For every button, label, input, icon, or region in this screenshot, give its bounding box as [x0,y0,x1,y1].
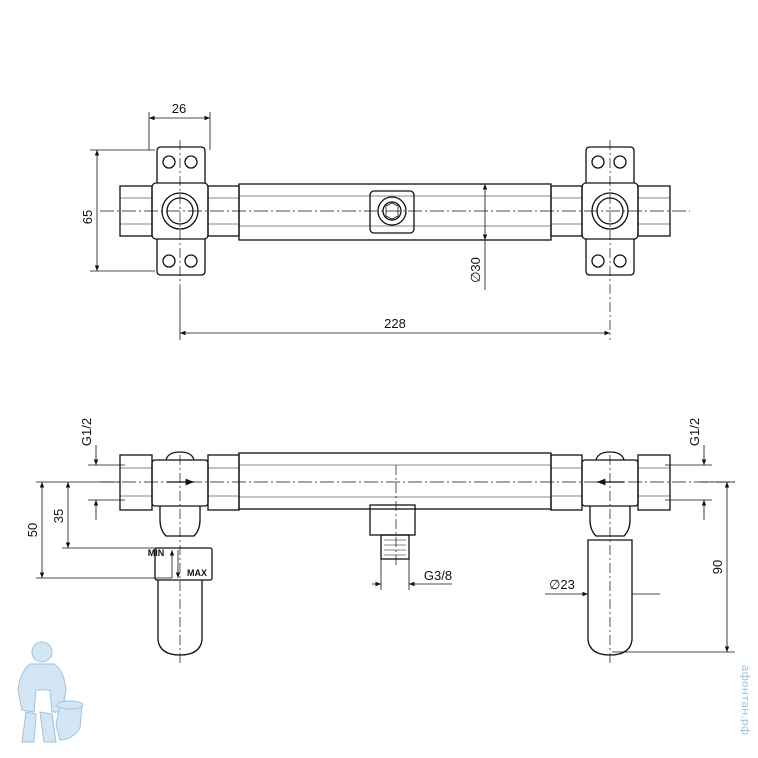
dimension-labels: 26 65 ∅30 228 G1/2 G1/2 50 35 G3/8 ∅23 9… [25,101,752,735]
top-left-fitting [119,140,240,290]
plumber-logo-icon [17,641,84,743]
label-50: 50 [25,523,40,537]
label-228: 228 [384,316,406,331]
top-view [90,112,690,340]
side-central-outlet [369,465,416,565]
dim-g38 [372,559,452,590]
dim-228 [179,290,610,340]
label-26: 26 [172,101,186,116]
label-g12-left: G1/2 [79,418,94,446]
label-g38: G3/8 [424,568,452,583]
side-main-pipe [238,452,552,510]
dim-90 [612,481,735,653]
label-d30: ∅30 [468,257,483,283]
dim-g12-left [88,445,125,520]
label-35: 35 [51,509,66,523]
side-view [36,445,735,665]
dim-65 [90,149,155,272]
dim-35 [62,482,172,549]
label-max: MAX [187,568,207,578]
label-d23: ∅23 [549,577,575,592]
dim-g12-right [665,445,712,520]
dim-26 [148,112,211,150]
label-g12-right: G1/2 [687,418,702,446]
side-left-fitting [119,451,240,665]
label-min: MIN [148,548,165,558]
dim-50 [36,481,172,579]
label-90: 90 [710,560,725,574]
label-65: 65 [80,210,95,224]
top-right-fitting [550,140,671,340]
side-right-fitting [550,451,671,665]
top-main-pipe [238,183,552,241]
top-central-outlet [369,190,415,234]
watermark-site-text: афонтан.рф [739,665,752,735]
